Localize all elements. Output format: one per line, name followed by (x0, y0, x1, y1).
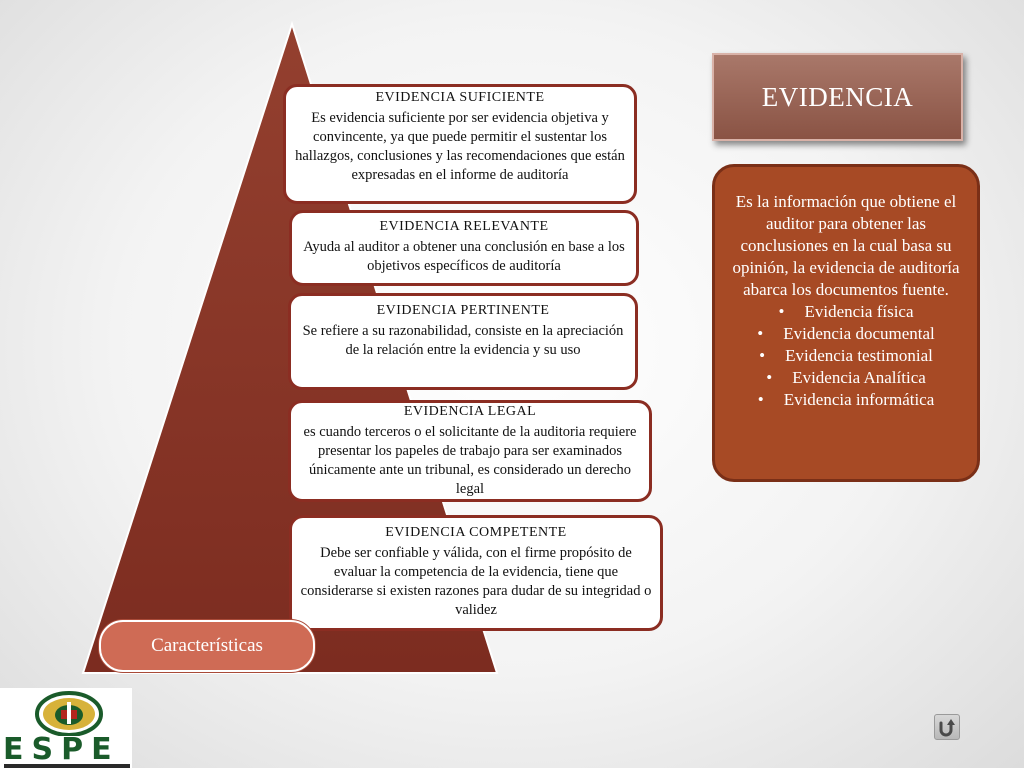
list-item-label: Evidencia informática (783, 390, 935, 409)
bullet-icon: • (757, 324, 764, 343)
definition-text: Es la información que obtiene el auditor… (732, 192, 960, 299)
bullet-icon: • (759, 346, 766, 365)
card-evidencia-legal: EVIDENCIA LEGAL es cuando terceros o el … (288, 400, 652, 502)
card-evidencia-pertinente: EVIDENCIA PERTINENTE Se refiere a su raz… (288, 293, 638, 390)
card-evidencia-relevante: EVIDENCIA RELEVANTE Ayuda al auditor a o… (289, 210, 639, 286)
bullet-icon: • (757, 390, 764, 409)
list-item: • Evidencia documental (729, 323, 963, 345)
card-body: Debe ser confiable y válida, con el firm… (300, 545, 652, 618)
card-title: EVIDENCIA LEGAL (403, 404, 537, 419)
list-item-label: Evidencia testimonial (785, 346, 933, 365)
card-evidencia-suficiente: EVIDENCIA SUFICIENTE Es evidencia sufici… (283, 84, 637, 204)
logo-subtitle-band (4, 764, 130, 768)
list-item: • Evidencia Analítica (729, 367, 963, 389)
list-item: • Evidencia informática (729, 389, 963, 411)
bullet-icon: • (778, 302, 785, 321)
espe-letters: ESPE (3, 732, 120, 767)
list-item-label: Evidencia documental (783, 324, 935, 343)
return-arrow-icon (939, 719, 955, 737)
list-item-label: Evidencia física (804, 302, 914, 321)
card-body: es cuando terceros o el solicitante de l… (303, 424, 637, 497)
list-item: • Evidencia testimonial (729, 345, 963, 367)
caracteristicas-label: Características (99, 620, 315, 672)
card-body: Ayuda al auditor a obtener una conclusió… (303, 239, 625, 274)
card-title: EVIDENCIA RELEVANTE (379, 219, 549, 234)
slide-title: EVIDENCIA (712, 53, 963, 141)
return-button[interactable] (934, 714, 960, 740)
card-title: EVIDENCIA SUFICIENTE (375, 90, 545, 105)
definition-panel: Es la información que obtiene el auditor… (712, 164, 980, 482)
espe-logo: ESPE (0, 688, 132, 768)
card-body: Se refiere a su razonabilidad, consiste … (302, 323, 624, 358)
list-item-label: Evidencia Analítica (792, 368, 926, 387)
card-title: EVIDENCIA COMPETENTE (385, 525, 567, 540)
card-evidencia-competente: EVIDENCIA COMPETENTE Debe ser confiable … (289, 515, 663, 631)
card-title: EVIDENCIA PERTINENTE (376, 303, 550, 318)
evidence-type-list: •Evidencia física •Evidencia documental … (729, 301, 963, 411)
card-body: Es evidencia suficiente por ser evidenci… (295, 110, 625, 183)
list-item: • Evidencia física (729, 301, 963, 323)
espe-crest-icon (35, 691, 103, 736)
bullet-icon: • (766, 368, 773, 387)
